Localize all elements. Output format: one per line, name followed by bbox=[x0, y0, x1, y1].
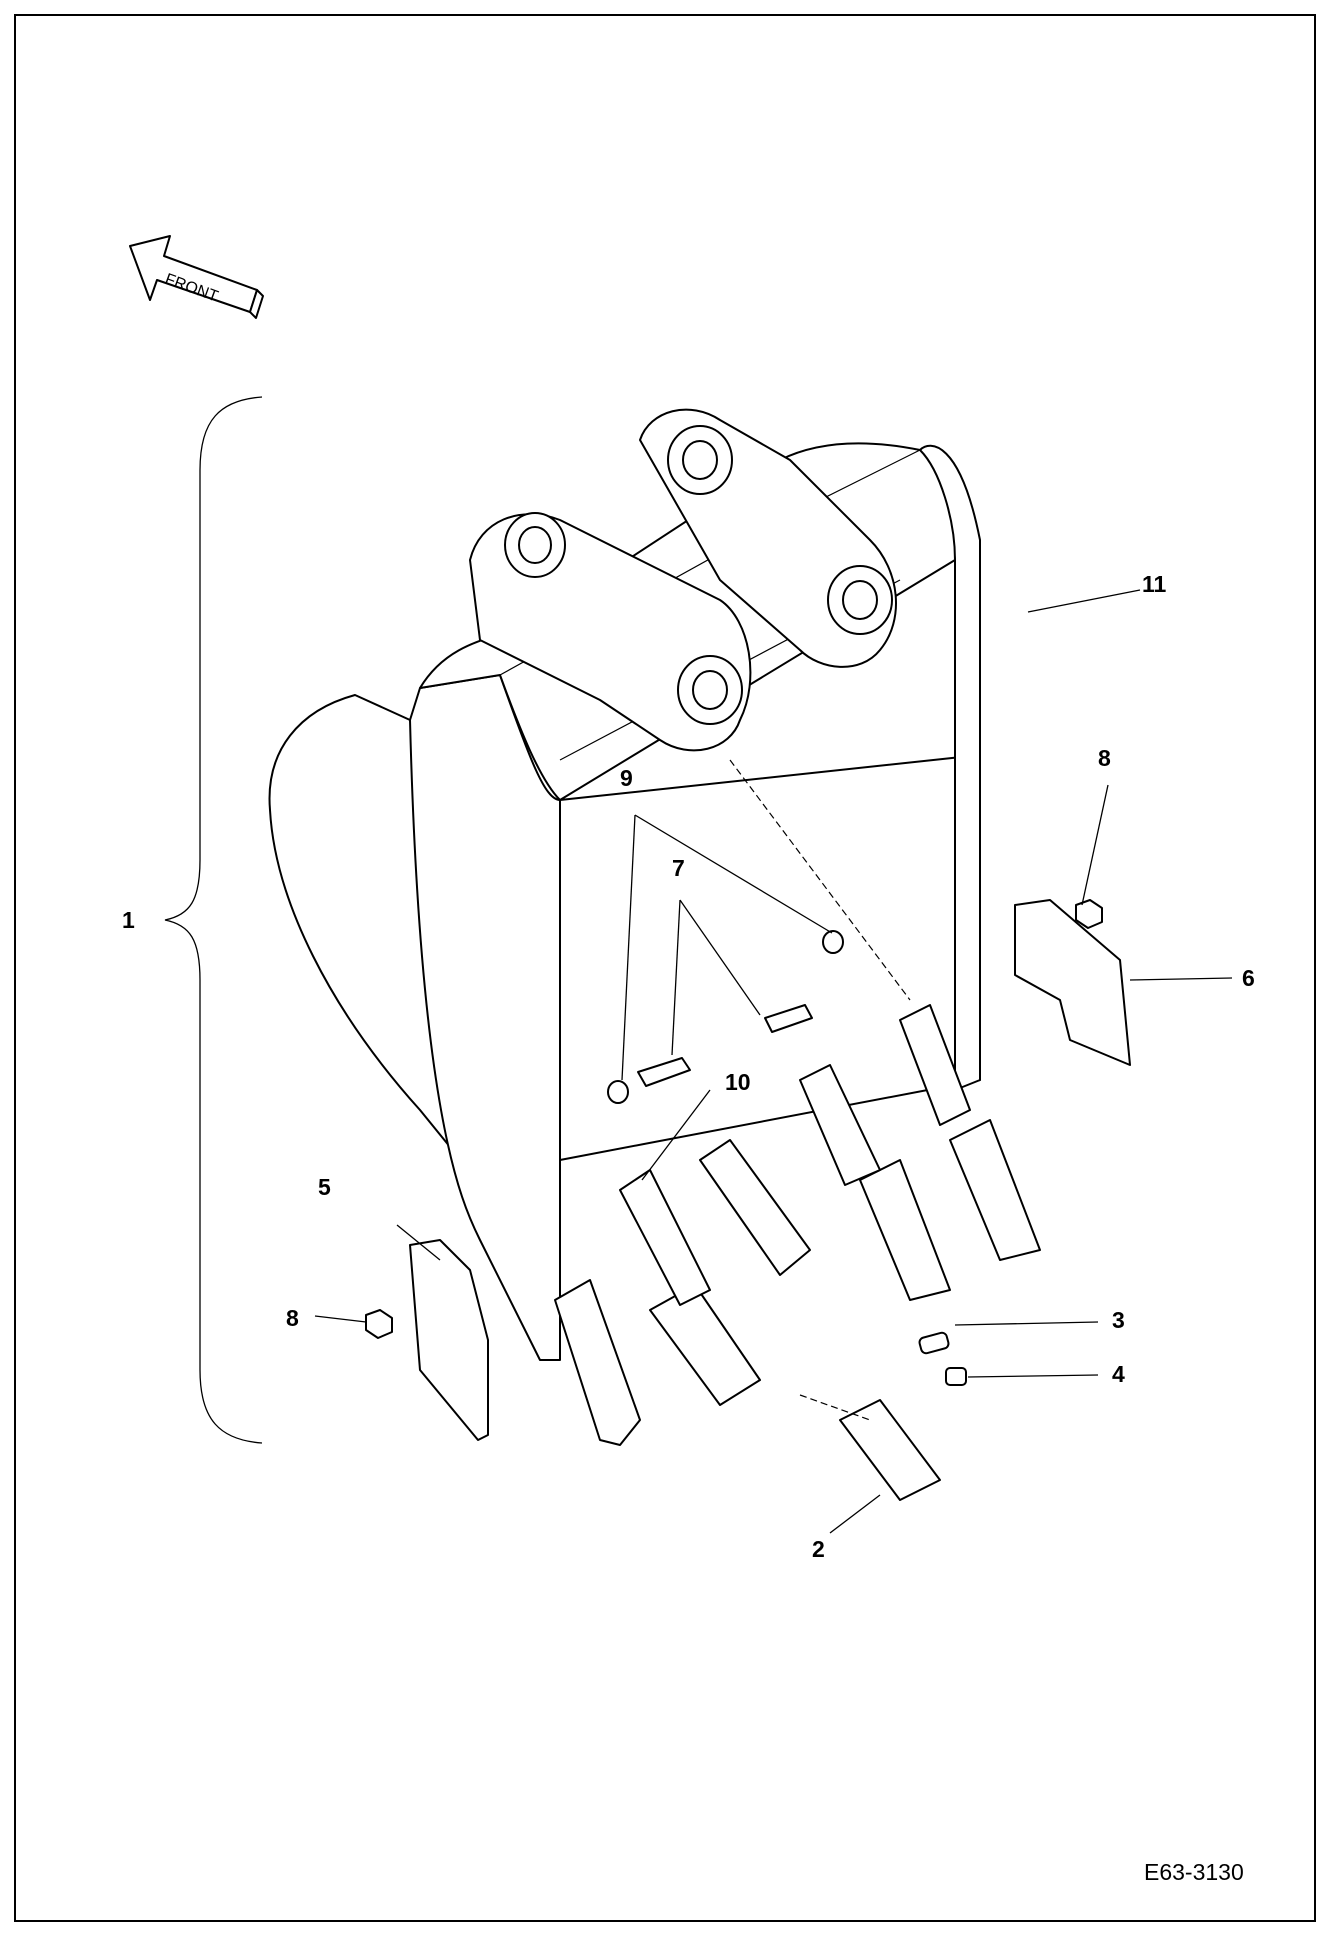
leader-lines bbox=[314, 589, 1233, 1534]
tooth-retainer bbox=[945, 1367, 967, 1386]
mounting-lugs bbox=[469, 408, 897, 752]
loose-tooth bbox=[839, 1399, 941, 1501]
side-cutter-left bbox=[409, 1239, 489, 1441]
callout-9: 9 bbox=[620, 765, 633, 791]
callout-2: 2 bbox=[812, 1536, 825, 1562]
figure-code: E63-3130 bbox=[1144, 1859, 1244, 1885]
front-arrow: FRONT bbox=[129, 235, 264, 319]
bolt-upper bbox=[764, 1004, 813, 1033]
callout-6: 6 bbox=[1242, 965, 1255, 991]
callout-3: 3 bbox=[1112, 1307, 1125, 1333]
bolt-lower bbox=[637, 1057, 691, 1087]
bucket-teeth bbox=[554, 1004, 1041, 1446]
callout-5: 5 bbox=[318, 1174, 331, 1200]
callout-4: 4 bbox=[1112, 1361, 1125, 1387]
side-cutter-right bbox=[1014, 899, 1131, 1066]
washer-left bbox=[607, 1080, 629, 1104]
assembly-bracket bbox=[164, 396, 263, 1444]
callout-11: 11 bbox=[1142, 571, 1167, 597]
callout-7: 7 bbox=[672, 855, 685, 881]
callout-1: 1 bbox=[122, 907, 135, 933]
callout-labels: 1 2 3 4 5 6 7 8 8 9 10 11 bbox=[122, 571, 1255, 1562]
tooth-pin bbox=[918, 1331, 950, 1355]
nut-right bbox=[1075, 899, 1103, 929]
nut-left bbox=[365, 1309, 393, 1339]
callout-8-right: 8 bbox=[1098, 745, 1111, 771]
washer-right bbox=[822, 930, 844, 954]
callout-8-left: 8 bbox=[286, 1305, 299, 1331]
callout-10: 10 bbox=[725, 1069, 751, 1095]
